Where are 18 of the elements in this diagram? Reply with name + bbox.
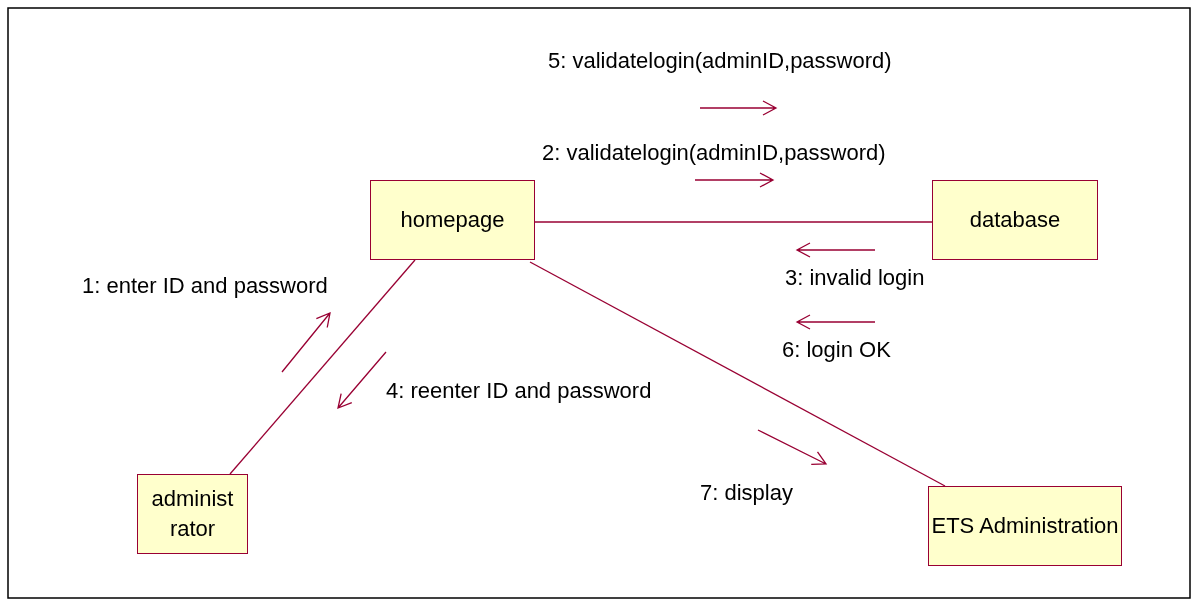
object-name: homepage [400,206,505,234]
message-label: 7: display [700,480,793,506]
object-box [137,474,248,554]
message-label: 6: login OK [782,337,891,363]
object-name: ETS Administration [931,512,1119,540]
object-box [370,180,535,260]
message-label: 1: enter ID and password [82,273,328,299]
link-line [229,259,416,475]
link-line [529,261,946,487]
message-label: 5: validatelogin(adminID,password) [548,48,892,74]
object-box [928,486,1122,566]
object-box [932,180,1098,260]
message-label: 4: reenter ID and password [386,378,652,404]
link-line [534,221,933,223]
message-label: 3: invalid login [785,265,925,291]
object-name: database [969,206,1061,234]
message-label: 2: validatelogin(adminID,password) [542,140,886,166]
object-name: administ rator [150,485,235,543]
